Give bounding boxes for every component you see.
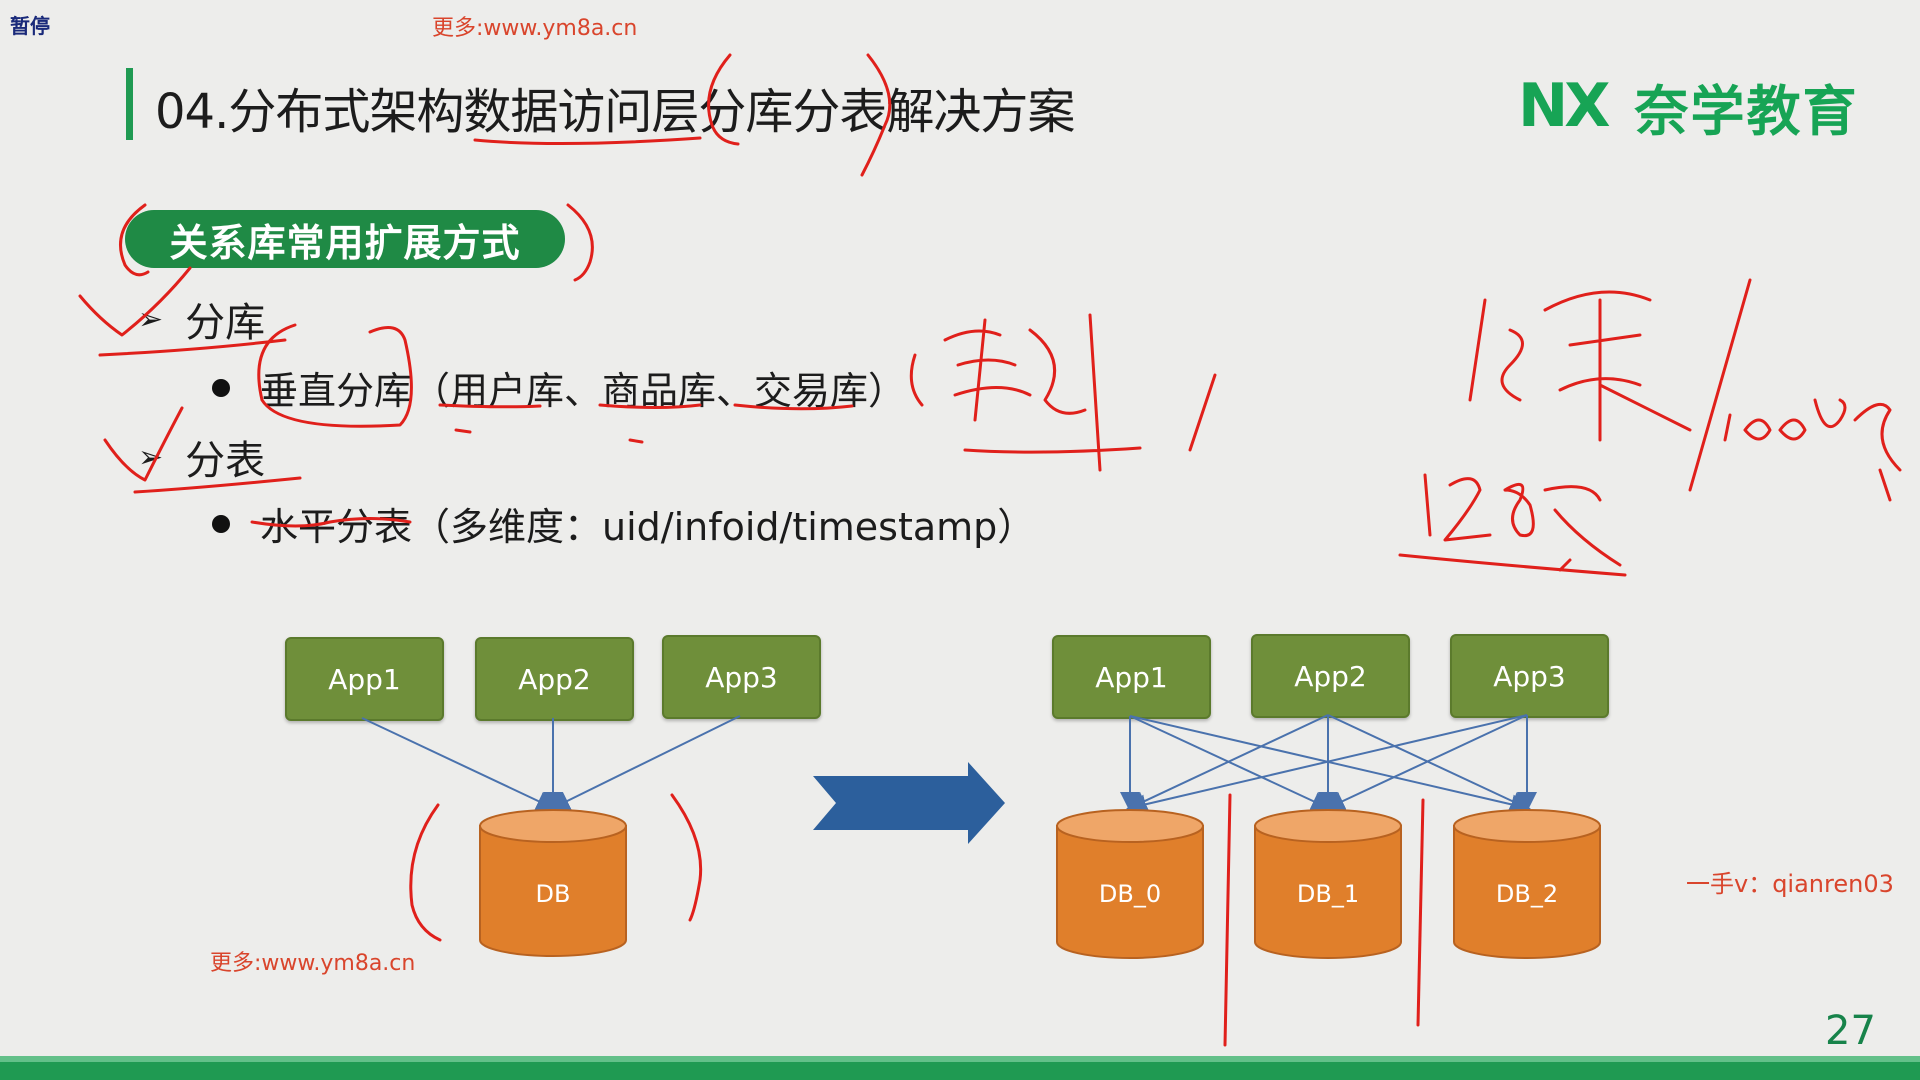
annotation-dash (454, 428, 472, 434)
annotation-check (78, 266, 192, 337)
db-cylinder-left (479, 809, 627, 957)
annotation-handwriting (1723, 398, 1902, 502)
contact-signature: 一手v：qianren03 (1686, 870, 1894, 898)
db-label-0: DB_0 (1099, 880, 1161, 908)
dot-bullet-icon (212, 514, 230, 533)
annotation-paren (119, 203, 150, 277)
page-number: 27 (1825, 1008, 1876, 1054)
annotation-circle (257, 323, 413, 428)
footer-accent-bar (0, 1062, 1920, 1080)
db-label-2: DB_2 (1496, 880, 1558, 908)
connector-line (1126, 714, 1528, 815)
annotation-stroke (1188, 373, 1217, 452)
sub-item-horizontal-sharding: 水平分表 （多维度：uid/infoid/timestamp） (212, 496, 1035, 551)
slide-title: 04.分布式架构数据访问层分库分表解决方案 (155, 84, 1075, 140)
annotation-underline (438, 403, 542, 409)
app-box-right-1: App1 (1052, 635, 1211, 719)
app-box-right-2: App2 (1251, 634, 1410, 718)
annotation-slash (1688, 278, 1752, 492)
annotation-handwriting (943, 313, 1142, 472)
annotation-divider (1416, 798, 1425, 1027)
left-connectors (361, 715, 741, 812)
annotation-underline (1398, 553, 1627, 577)
handwritten-annotations (78, 53, 1902, 1047)
title-accent-bar (126, 68, 133, 140)
annotation-dash (628, 438, 644, 444)
annotation-paren (707, 53, 740, 146)
annotation-underline (598, 403, 702, 409)
logo-mark: NX (1518, 71, 1611, 141)
annotation-underline (98, 338, 287, 357)
annotation-underline (473, 136, 702, 146)
watermark-top: 更多:www.ym8a.cn (432, 16, 638, 41)
annotation-underline (733, 403, 854, 411)
annotation-paren (566, 203, 594, 282)
annotation-handwriting (1423, 473, 1622, 572)
annotation-paren (670, 793, 703, 922)
app-box-left-2: App2 (475, 637, 634, 721)
watermark-bottom: 更多:www.ym8a.cn (210, 951, 416, 976)
dot-bullet-icon (212, 378, 230, 397)
annotation-paren (860, 53, 892, 177)
sub-item-prefix: 垂直分库 (260, 369, 413, 413)
list-item-fenbiao: ➢ 分表 (138, 428, 265, 486)
pause-label[interactable]: 暂停 (10, 14, 50, 38)
db-cylinder-right-1 (1254, 809, 1402, 959)
db-cylinder-right-0 (1056, 809, 1204, 959)
item-label: 分表 (185, 438, 266, 484)
connector-line (549, 715, 741, 810)
connector-line (1324, 714, 1528, 811)
annotation-handwriting (1468, 290, 1692, 442)
sub-item-detail: （多维度：uid/infoid/timestamp） (412, 505, 1036, 549)
app-box-left-3: App3 (662, 635, 821, 719)
annotation-paren (909, 353, 924, 407)
annotation-check (103, 406, 184, 482)
db-label-1: DB_1 (1297, 880, 1359, 908)
app-box-left-1: App1 (285, 637, 444, 721)
transition-arrow-icon (813, 762, 1005, 844)
logo-text: 奈学教育 (1634, 79, 1859, 143)
footer-accent-light (0, 1056, 1920, 1062)
item-label: 分库 (185, 300, 266, 346)
brand-logo: NX 奈学教育 (1518, 71, 1858, 143)
db-cylinder-right-2 (1453, 809, 1601, 959)
annotation-underline (133, 476, 302, 494)
right-connectors (1120, 714, 1537, 815)
app-box-right-3: App3 (1450, 634, 1609, 718)
connector-line (1126, 714, 1329, 811)
annotation-divider (1223, 793, 1232, 1047)
section-heading: 关系库常用扩展方式 (125, 210, 565, 268)
annotation-paren (409, 803, 442, 942)
connector-line (361, 717, 557, 811)
annotation-underline (250, 517, 412, 528)
db-label-left: DB (536, 880, 571, 908)
